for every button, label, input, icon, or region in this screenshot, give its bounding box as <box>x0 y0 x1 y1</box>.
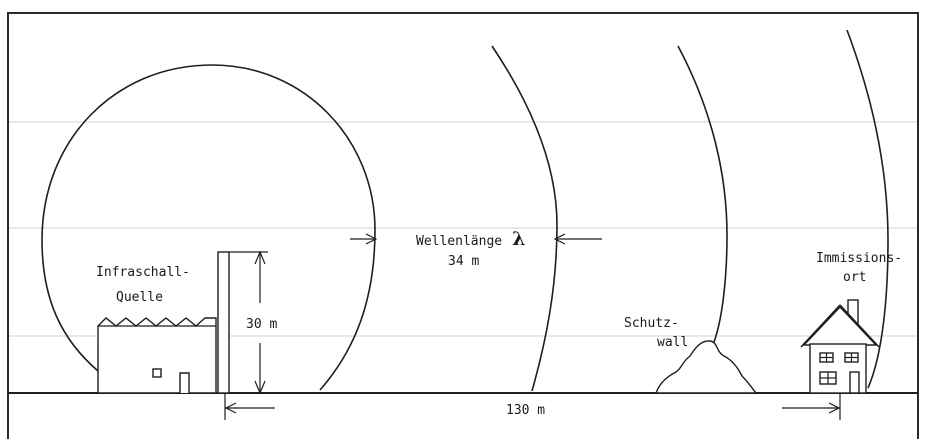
distance-dimension <box>224 393 841 420</box>
factory-building <box>97 317 217 394</box>
wavefront-arc-2 <box>491 45 558 392</box>
barrier-label-line1: Schutz- <box>624 316 679 331</box>
diagram-frame <box>7 12 919 439</box>
receiver-label-line2: ort <box>843 270 866 285</box>
chimney <box>217 251 230 394</box>
height-dimension <box>229 250 268 395</box>
barrier-label-line2: wall <box>657 335 688 350</box>
factory-window <box>152 368 162 378</box>
house <box>800 299 880 394</box>
factory-door <box>179 372 190 393</box>
wavefront-arc-4 <box>846 29 889 389</box>
source-label-line2: Quelle <box>116 290 163 305</box>
height-label: 30 m <box>246 317 277 332</box>
wavelength-value: 34 m <box>448 254 479 269</box>
source-label-line1: Infraschall- <box>96 265 190 280</box>
lambda-symbol: λ <box>512 228 525 250</box>
receiver-label-line1: Immissions- <box>816 251 902 266</box>
wavelength-label: Wellenlänge λ <box>416 228 525 250</box>
wavelength-label-text: Wellenlänge <box>416 234 502 249</box>
wavefront-circle-1 <box>41 64 376 391</box>
distance-label: 130 m <box>506 403 545 418</box>
wavefront-arc-3 <box>677 45 728 343</box>
protective-wall <box>655 340 758 394</box>
house-door <box>849 371 860 394</box>
wavelength-arrows <box>350 233 602 245</box>
